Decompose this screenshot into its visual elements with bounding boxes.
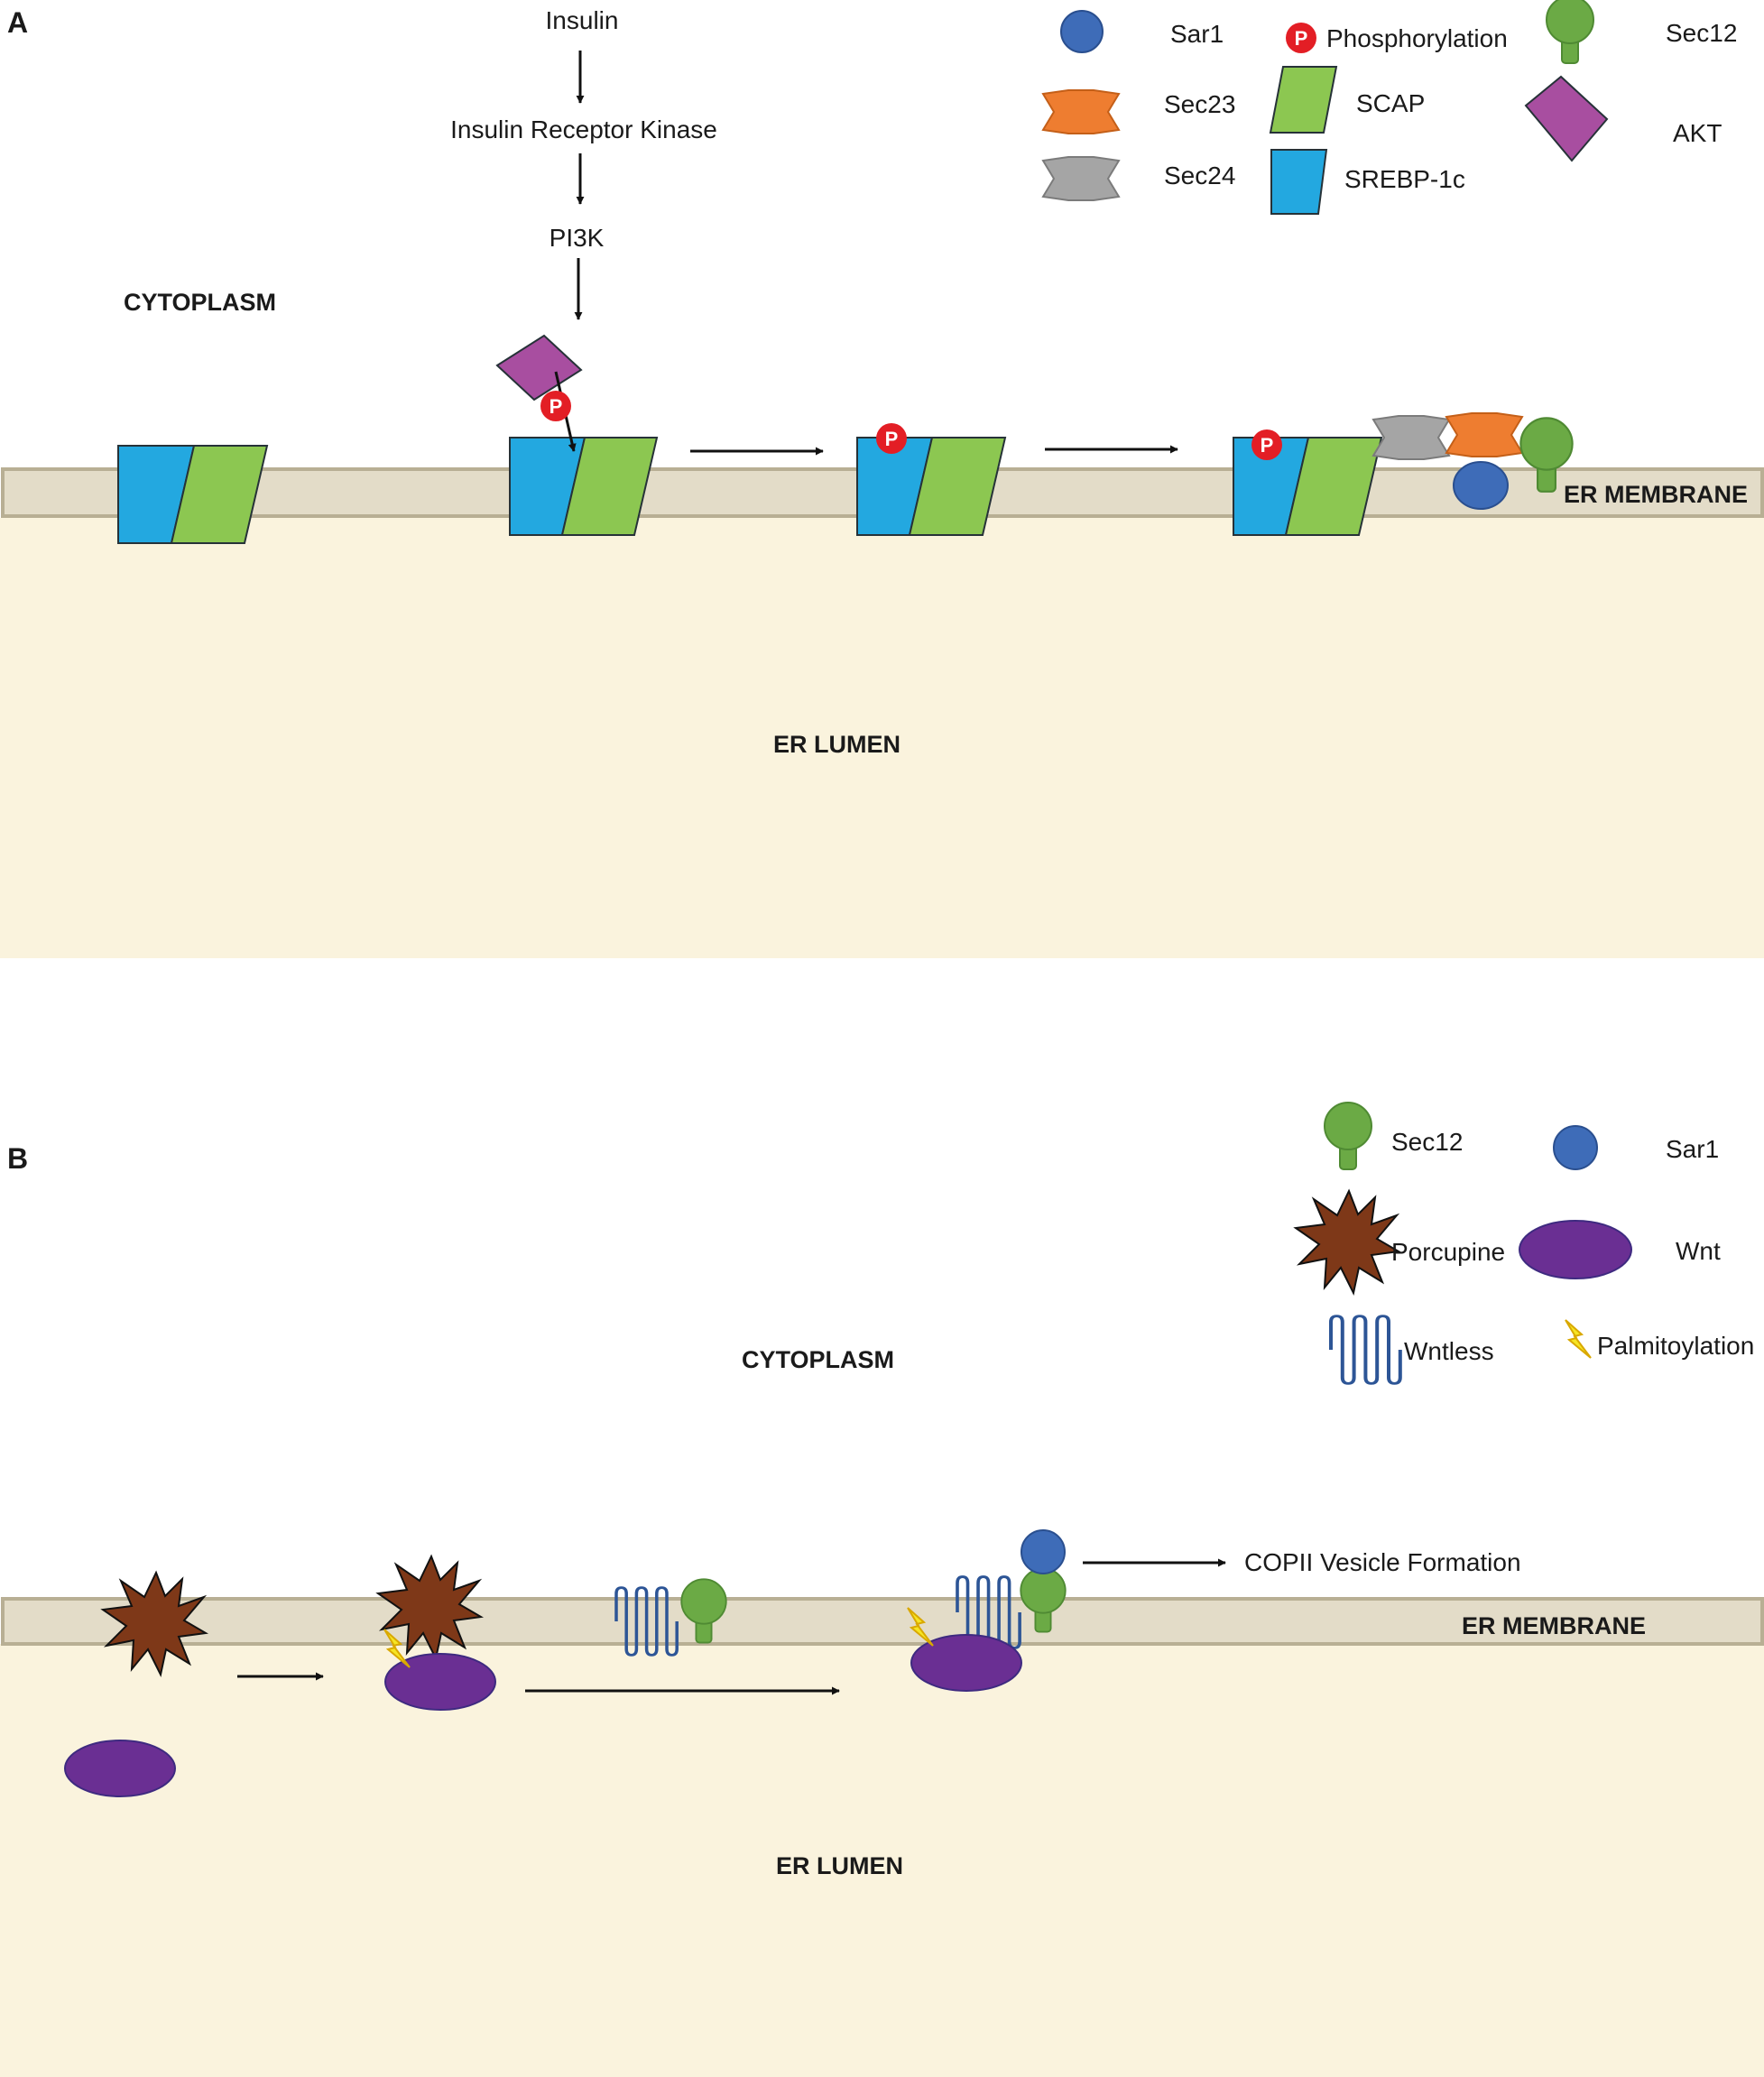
legend-sar1-label-b: Sar1 [1666,1135,1719,1163]
er-lumen-background-b [0,1644,1764,2077]
sec24-icon [1042,156,1120,201]
wntless [614,1585,679,1657]
scap [1284,437,1383,536]
sar1 [1021,1529,1066,1574]
srebp-scap-complex [1233,437,1383,536]
palmitoylation-icon [1565,1319,1592,1359]
phosphorylation-marker [876,423,907,454]
legend-akt-label: AKT [1673,119,1722,147]
pi3k-label: PI3K [550,224,605,252]
sar1-icon [1060,10,1104,53]
copii-vesicle-formation-label: COPII Vesicle Formation [1244,1548,1521,1576]
legend-sec24-label: Sec24 [1164,162,1235,189]
er-lumen-label-b: ER LUMEN [776,1852,903,1879]
legend-porcupine-label: Porcupine [1391,1238,1505,1266]
phosphorylation-marker [540,391,571,421]
er-membrane-label-b: ER MEMBRANE [1462,1612,1646,1639]
legend-sec23-label: Sec23 [1164,90,1235,118]
legend-palmitoylation-label: Palmitoylation [1597,1332,1754,1360]
sec12-icon [1546,0,1594,64]
er-lumen-background-a [0,518,1764,958]
akt [495,334,583,402]
srebp-scap-complex [856,437,1007,536]
sec12-icon [1324,1102,1372,1170]
phospho-p-symbol: P [550,395,563,418]
phospho-p-symbol: P [885,428,899,450]
wnt [64,1740,176,1797]
cytoplasm-label-b: CYTOPLASM [742,1346,894,1373]
legend-phosphorylation-label: Phosphorylation [1326,24,1508,52]
sec23-icon [1042,89,1120,134]
akt-icon [1524,75,1609,162]
er-membrane-label-a: ER MEMBRANE [1564,481,1748,508]
er-membrane-b [1,1597,1764,1646]
phosphorylation-marker [1251,429,1282,460]
sec23 [1445,412,1523,457]
phosphorylation-icon [1286,23,1316,53]
srebp-scap-complex [509,437,659,536]
wntless-icon [1331,1316,1400,1384]
phospho-p-symbol: P [1261,434,1274,457]
wnt [910,1634,1022,1692]
legend-wntless-label: Wntless [1404,1337,1494,1365]
sec24 [1372,415,1450,460]
panel-label-b: B [7,1142,28,1175]
legend-wnt-label: Wnt [1676,1237,1721,1265]
legend-sar1-label: Sar1 [1170,20,1224,48]
scap [908,437,1007,536]
scap-icon [1269,66,1338,134]
scap [170,445,269,544]
insulin-label: Insulin [546,6,619,34]
porcupine-icon [1295,1190,1399,1294]
cytoplasm-label-a: CYTOPLASM [124,289,276,316]
wnt [384,1653,496,1711]
panel-label-a: A [7,6,28,39]
srebp-1c-icon [1270,149,1328,215]
legend-srebp-1c-label: SREBP-1c [1344,165,1465,193]
er-lumen-label-a: ER LUMEN [773,731,900,758]
wnt-icon [1519,1220,1632,1279]
legend-scap-label: SCAP [1356,89,1425,117]
sar1-icon [1553,1125,1598,1170]
scap [560,437,659,536]
legend-sec12-label: Sec12 [1666,19,1737,47]
phospho-p-symbol: P [1295,27,1308,50]
sar1 [1453,461,1509,510]
srebp-scap-complex [117,445,269,544]
legend-sec12-label-b: Sec12 [1391,1128,1463,1156]
insulin-receptor-kinase-label: Insulin Receptor Kinase [450,115,717,143]
